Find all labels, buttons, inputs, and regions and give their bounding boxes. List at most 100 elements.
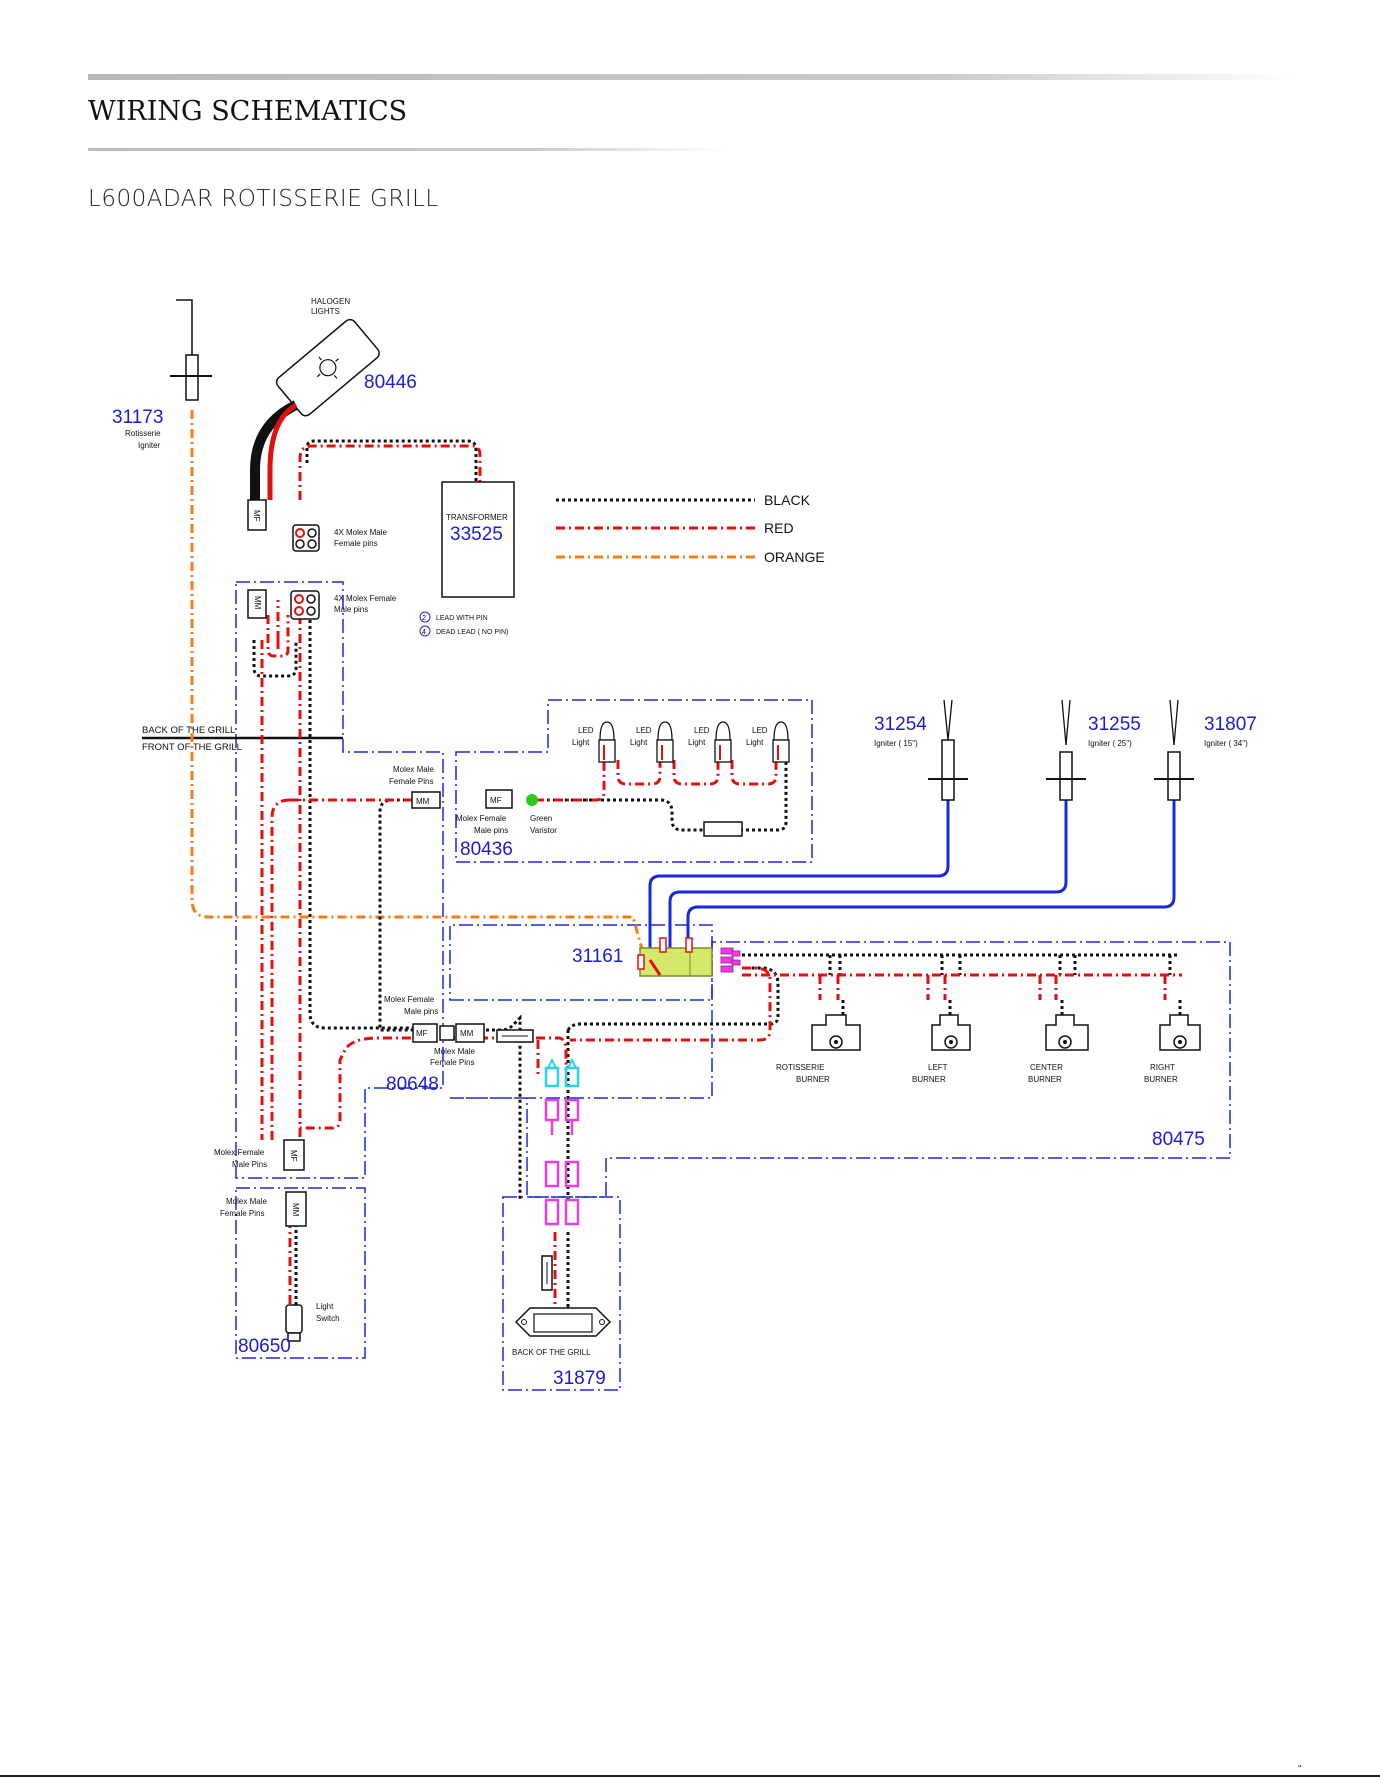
legend-red: RED — [764, 520, 794, 536]
page-title: WIRING SCHEMATICS — [88, 96, 408, 127]
molex-4x-female: MM 4X Molex Female Male pins — [247, 589, 397, 620]
box-80650-lower — [235, 1187, 366, 1359]
ls-mmf-label-2: Female Pins — [220, 1209, 264, 1218]
center-burner-2: BURNER — [1028, 1075, 1062, 1084]
molex-fm-label-1: 4X Molex Female — [334, 594, 397, 603]
page-subtitle: L600ADAR ROTISSERIE GRILL — [88, 186, 439, 212]
part-31879: 31879 — [553, 1368, 606, 1389]
igniter-25-label: Igniter ( 25") — [1088, 739, 1132, 748]
molex-fm-label-2: Male pins — [334, 605, 368, 614]
pm-back-grill: BACK OF THE GRILL — [512, 1348, 591, 1357]
igniter-15-label: Igniter ( 15") — [874, 739, 918, 748]
mmf-label-1: Molex Male — [393, 765, 434, 774]
black-wires — [252, 439, 1182, 1315]
rotisserie-igniter: 31173 Rotisserie Igniter — [112, 299, 212, 450]
box-80648 — [450, 941, 1231, 1198]
molex-mf-label-1: 4X Molex Male — [334, 528, 387, 537]
transformer: TRANSFORMER 33525 2 LEAD WITH PIN 4 DEAD… — [419, 481, 515, 637]
title-rule — [88, 148, 728, 151]
halogen-label-2: LIGHTS — [311, 307, 340, 316]
h-mmf-label-1: Molex Male — [434, 1047, 475, 1056]
back-grill-label: BACK OF THE GRILL — [142, 725, 235, 736]
switch-block-31161: 31161 — [572, 937, 741, 977]
ls-mmf-label-1: Molex Male — [226, 1197, 267, 1206]
led-3-light: Light — [688, 738, 706, 747]
mmf-mm: MM — [416, 797, 430, 806]
led-4-label: LED — [752, 726, 768, 735]
footer-mark: " — [1298, 1764, 1302, 1775]
led-4-light: Light — [746, 738, 764, 747]
led-mf: MF — [490, 796, 502, 805]
harness-80648: Molex Female Male pins MF MM Molex Male … — [384, 995, 580, 1226]
cyan-connectors — [544, 1057, 580, 1088]
led-3-label: LED — [694, 726, 710, 735]
led-2-label: LED — [636, 726, 652, 735]
dead-lead-label: DEAD LEAD ( NO PIN) — [436, 629, 508, 636]
molex-female-mm: MM — [253, 596, 262, 610]
molex-mf-label-2: Female pins — [334, 539, 378, 548]
part-80650: 80650 — [238, 1336, 291, 1357]
dead-lead-num: 4 — [422, 629, 426, 636]
led-lights: LED Light LED Light LED Light LED Light … — [456, 721, 790, 860]
led-1-label: LED — [578, 726, 594, 735]
light-switch-label-1: Light — [316, 1302, 334, 1311]
ls-fm-label-1: Molex Female — [214, 1148, 265, 1157]
box-80436 — [455, 699, 813, 863]
part-80436: 80436 — [460, 839, 513, 860]
igniter-label-1: Rotisserie — [125, 429, 161, 438]
part-31161: 31161 — [572, 946, 623, 967]
green-label-1: Green — [530, 814, 552, 823]
led-2-light: Light — [630, 738, 648, 747]
switch-block — [639, 947, 713, 977]
led-molex-label-1: Molex Female — [456, 814, 507, 823]
h-mmf-label-2: Female Pins — [430, 1058, 474, 1067]
orange-wire-igniter — [190, 410, 647, 961]
left-burner-2: BURNER — [912, 1075, 946, 1084]
h-fm-label-2: Male pins — [404, 1007, 438, 1016]
igniter-label-2: Igniter — [138, 441, 161, 450]
lead-pin-label: LEAD WITH PIN — [436, 615, 488, 622]
part-31807: 31807 — [1204, 714, 1257, 735]
molex-4x-male: 4X Molex Male Female pins — [292, 524, 387, 552]
part-80648: 80648 — [386, 1074, 439, 1095]
halogen-lights: HALOGEN LIGHTS MF 80446 — [247, 297, 417, 531]
halogen-housing — [275, 318, 380, 417]
ls-mf: MF — [289, 1150, 298, 1162]
part-80475: 80475 — [1152, 1129, 1205, 1150]
h-fm-label-1: Molex Female — [384, 995, 435, 1004]
component-boxes — [235, 581, 1231, 1391]
rot-burner-1: ROTISSERIE — [776, 1063, 824, 1072]
transformer-label: TRANSFORMER — [446, 513, 508, 522]
burners-80475: ROTISSERIE BURNER LEFT BURNER CENTER BUR… — [776, 1014, 1205, 1150]
h-mm: MM — [460, 1029, 474, 1038]
magenta-connectors — [544, 1098, 580, 1226]
center-burner: CENTER BURNER — [1028, 1014, 1089, 1084]
box-80475 — [449, 924, 713, 1001]
rotisserie-burner: ROTISSERIE BURNER — [776, 1014, 861, 1084]
right-burner-2: BURNER — [1144, 1075, 1178, 1084]
rot-burner-2: BURNER — [796, 1075, 830, 1084]
led-molex-label-2: Male pins — [474, 826, 508, 835]
part-31173: 31173 — [112, 407, 163, 428]
molex-male-female-pins-upper: Molex Male Female Pins MM — [389, 765, 441, 809]
blue-igniter-wires — [648, 800, 1176, 955]
light-switch-80650: Molex Female Male Pins MF Molex Male Fem… — [214, 1139, 340, 1357]
igniter-31254: 31254 Igniter ( 15") — [874, 699, 968, 801]
led-1-light: Light — [572, 738, 590, 747]
box-31879 — [502, 1196, 621, 1391]
light-switch-label-2: Switch — [316, 1314, 340, 1323]
legend-black: BLACK — [764, 492, 811, 508]
box-80650-main — [235, 581, 444, 1179]
red-wires — [260, 444, 1182, 1315]
igniter-31807: 31807 Igniter ( 34") — [1154, 699, 1257, 801]
right-burner-1: RIGHT — [1150, 1063, 1175, 1072]
part-80446: 80446 — [364, 372, 417, 393]
h-mf: MF — [416, 1029, 428, 1038]
part-31254: 31254 — [874, 714, 927, 735]
ls-mm: MM — [291, 1203, 300, 1217]
legend-orange: ORANGE — [764, 549, 825, 565]
mmf-label-2: Female Pins — [389, 777, 433, 786]
igniter-34-label: Igniter ( 34") — [1204, 739, 1248, 748]
